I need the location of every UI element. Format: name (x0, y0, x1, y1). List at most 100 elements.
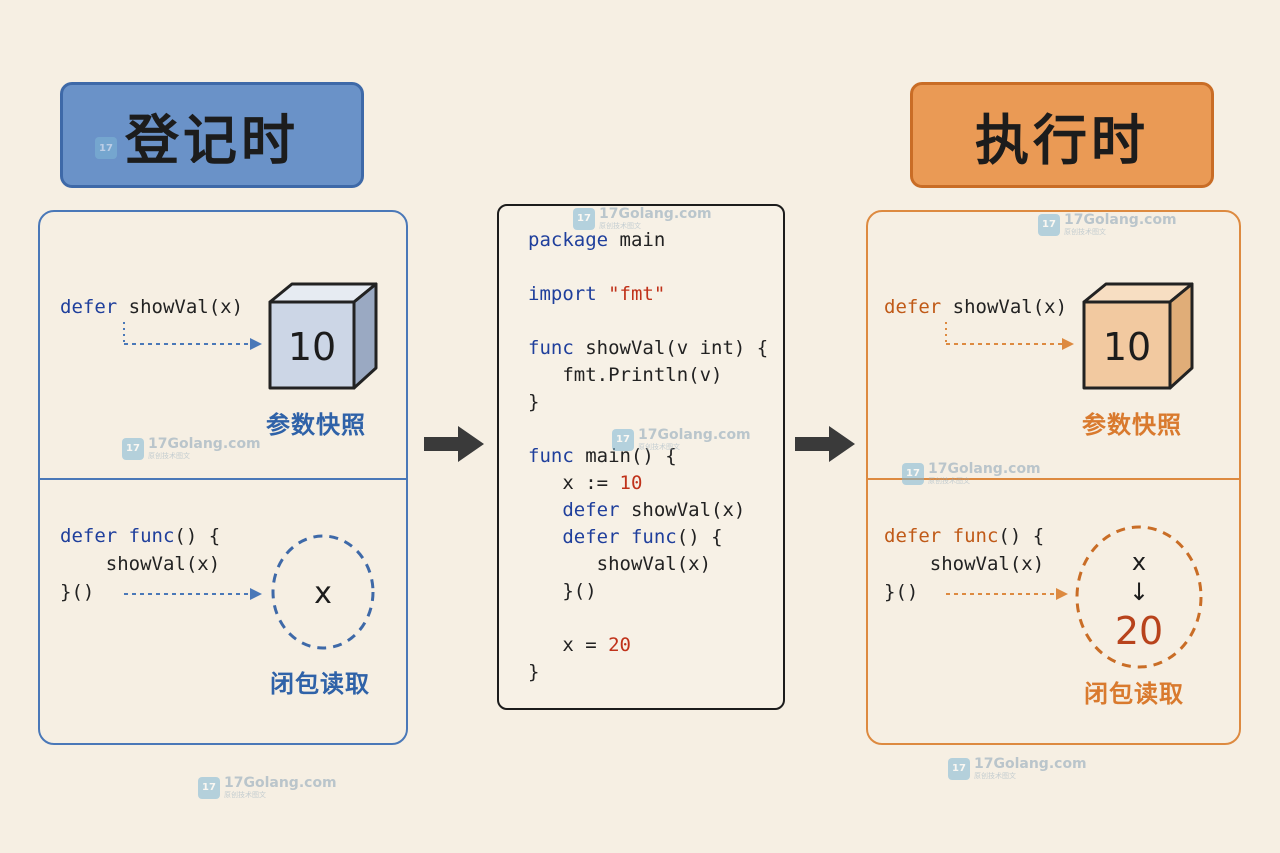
right-cube-value: 10 (1103, 325, 1151, 369)
watermark-sub: 原创技术图文 (974, 772, 1016, 780)
left-defer-snapshot-code: defer showVal(x) (60, 293, 243, 321)
code-line: fmt.Println(v) (528, 364, 723, 386)
code-line: defer showVal(x) (528, 497, 768, 524)
left-cube-icon: 10 (268, 282, 378, 390)
right-circle-var: x (1132, 548, 1146, 576)
code-text: x = (528, 634, 609, 656)
code-line: defer func() { (528, 524, 768, 551)
left-panel-divider (40, 478, 406, 480)
watermark-sub: 原创技术图文 (1064, 228, 1106, 236)
go-source-code: package main import "fmt" func showVal(v… (528, 227, 768, 686)
watermark-logo-icon: 17 (1038, 213, 1060, 236)
keyword-defer: defer (884, 525, 942, 547)
keyword-func: func (630, 526, 677, 548)
code-panel (497, 204, 785, 710)
code-text: x := (528, 472, 620, 494)
left-snapshot-arrow (123, 322, 262, 350)
code-line: package main (528, 227, 768, 254)
keyword-defer: defer (562, 526, 620, 548)
watermark-sub: 原创技术图文 (638, 443, 680, 451)
watermark-name: 17Golang.com (638, 427, 751, 443)
code-text: main() { (573, 445, 677, 467)
right-defer-snapshot-code: defer showVal(x) (884, 293, 1067, 321)
code-line: }() (884, 581, 919, 603)
right-closure-label: 闭包读取 (1084, 680, 1184, 708)
keyword-func: func (528, 445, 574, 467)
keyword-import: import (528, 283, 597, 305)
keyword-func: func (528, 337, 574, 359)
right-cube-icon: 10 (1082, 282, 1194, 390)
title-register-time: 登记时 (60, 82, 364, 188)
code-line: }() (60, 581, 95, 603)
watermark-name: 17Golang.com (224, 775, 337, 791)
code-line: showVal(x) (884, 553, 1045, 575)
watermark-name: 17Golang.com (928, 461, 1041, 477)
keyword-func: func (128, 525, 175, 547)
code-line: import "fmt" (528, 281, 768, 308)
code-line: x := 10 (528, 470, 768, 497)
right-defer-closure-code: defer func() { showVal(x)}() (884, 522, 1044, 606)
watermark-logo-icon: 17 (948, 757, 970, 780)
right-closure-circle: x ↓ 20 (1075, 525, 1203, 669)
right-panel-divider (868, 478, 1239, 480)
code-line: func showVal(v int) { (528, 335, 768, 362)
left-cube-value: 10 (288, 325, 336, 369)
code-line: } (528, 391, 540, 413)
string-literal: "fmt" (596, 283, 666, 305)
watermark-sub: 原创技术图文 (928, 477, 970, 485)
right-panel (866, 210, 1241, 745)
call-text: showVal(x) (941, 296, 1068, 318)
left-closure-label: 闭包读取 (270, 670, 370, 698)
code-text: () { (676, 526, 723, 548)
keyword-defer: defer (60, 296, 118, 318)
keyword-package: package (528, 229, 609, 251)
right-snapshot-arrow (945, 322, 1074, 350)
watermark-name: 17Golang.com (148, 436, 261, 452)
right-closure-arrow (946, 588, 1068, 600)
watermark-logo-icon: 17 (612, 428, 634, 451)
left-circle-value: x (314, 576, 332, 611)
number-literal: 10 (619, 472, 643, 494)
right-snapshot-label: 参数快照 (1082, 411, 1182, 439)
code-line: showVal(x) (528, 553, 712, 575)
watermark-name: 17Golang.com (599, 206, 712, 222)
call-text: showVal(x) (117, 296, 244, 318)
left-panel (38, 210, 408, 745)
watermark-logo-icon: 17 (122, 437, 144, 460)
code-text: main (608, 229, 666, 251)
watermark-name: 17Golang.com (1064, 212, 1177, 228)
keyword-defer: defer (884, 296, 942, 318)
watermark-logo-icon: 17 (573, 207, 595, 230)
keyword-defer: defer (60, 525, 118, 547)
code-line: x = 20 (528, 632, 768, 659)
left-closure-circle: x (271, 534, 375, 650)
code-line: }() (528, 580, 597, 602)
code-text: () { (998, 525, 1045, 547)
code-text: () { (174, 525, 221, 547)
code-line: showVal(x) (60, 553, 221, 575)
watermark-sub: 原创技术图文 (148, 452, 190, 460)
watermark-name: 17Golang.com (974, 756, 1087, 772)
arrow-right-icon (795, 426, 855, 462)
left-snapshot-label: 参数快照 (266, 411, 366, 439)
code-text: showVal(x) (619, 499, 746, 521)
watermark-sub: 原创技术图文 (224, 791, 266, 799)
keyword-defer: defer (562, 499, 620, 521)
left-closure-arrow (124, 588, 262, 600)
code-line: func main() { (528, 443, 768, 470)
title-execute-time: 执行时 (910, 82, 1214, 188)
code-text: showVal(v int) { (573, 337, 769, 359)
left-defer-closure-code: defer func() { showVal(x) }() (60, 522, 220, 606)
number-literal: 20 (608, 634, 631, 656)
watermark-logo-icon: 17 (198, 776, 220, 799)
watermark-sub: 原创技术图文 (599, 222, 641, 230)
right-circle-value: 20 (1115, 609, 1163, 653)
code-line: } (528, 661, 540, 683)
